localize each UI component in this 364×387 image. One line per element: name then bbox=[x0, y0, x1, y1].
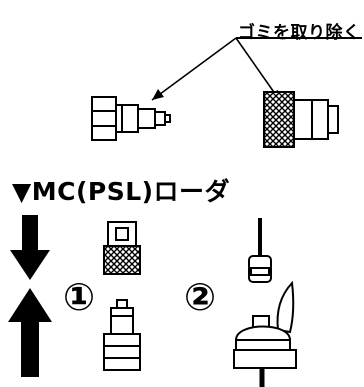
callout-leader bbox=[151, 37, 362, 101]
section-heading: ▼MC(PSL)ローダ bbox=[12, 177, 231, 206]
step-one-marker: ① bbox=[63, 275, 96, 319]
down-arrow bbox=[10, 215, 50, 280]
up-arrow bbox=[8, 288, 52, 377]
step-two-marker: ② bbox=[184, 275, 217, 319]
callout-label: ゴミを取り除く bbox=[238, 23, 361, 43]
knurled-cap-fitting bbox=[263, 91, 339, 148]
cap-over-plug bbox=[103, 221, 141, 275]
loader-with-lever bbox=[233, 280, 297, 387]
plug-under-cap bbox=[103, 299, 141, 371]
male-plug-fitting bbox=[91, 96, 171, 141]
hanging-plug bbox=[248, 218, 272, 283]
